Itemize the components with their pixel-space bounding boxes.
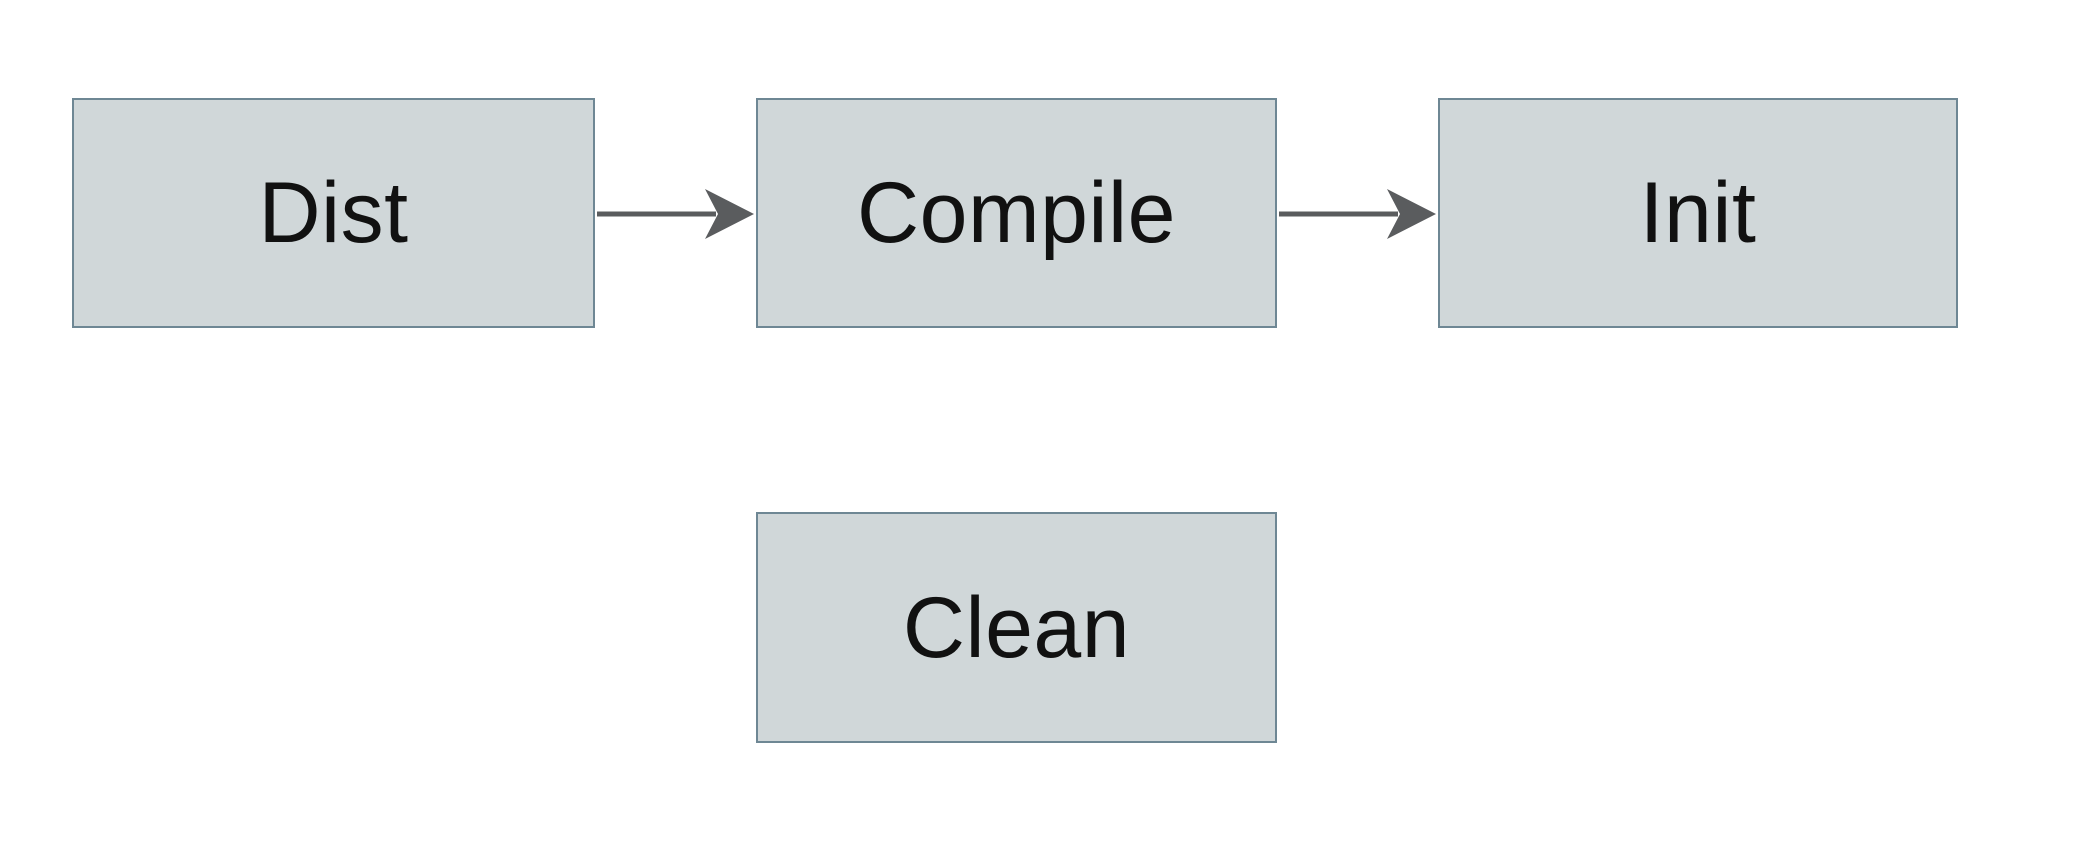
node-init-label: Init xyxy=(1639,165,1757,261)
arrow-compile-to-init xyxy=(1279,189,1436,239)
node-init[interactable]: Init xyxy=(1438,98,1958,328)
node-dist[interactable]: Dist xyxy=(72,98,595,328)
node-clean[interactable]: Clean xyxy=(756,512,1277,743)
node-dist-label: Dist xyxy=(258,165,409,261)
arrow-dist-to-compile xyxy=(597,189,754,239)
node-clean-label: Clean xyxy=(902,579,1131,676)
arrow-compile-to-init-head xyxy=(1387,189,1436,239)
node-compile[interactable]: Compile xyxy=(756,98,1277,328)
node-compile-label: Compile xyxy=(857,165,1176,261)
arrow-dist-to-compile-head xyxy=(705,189,754,239)
